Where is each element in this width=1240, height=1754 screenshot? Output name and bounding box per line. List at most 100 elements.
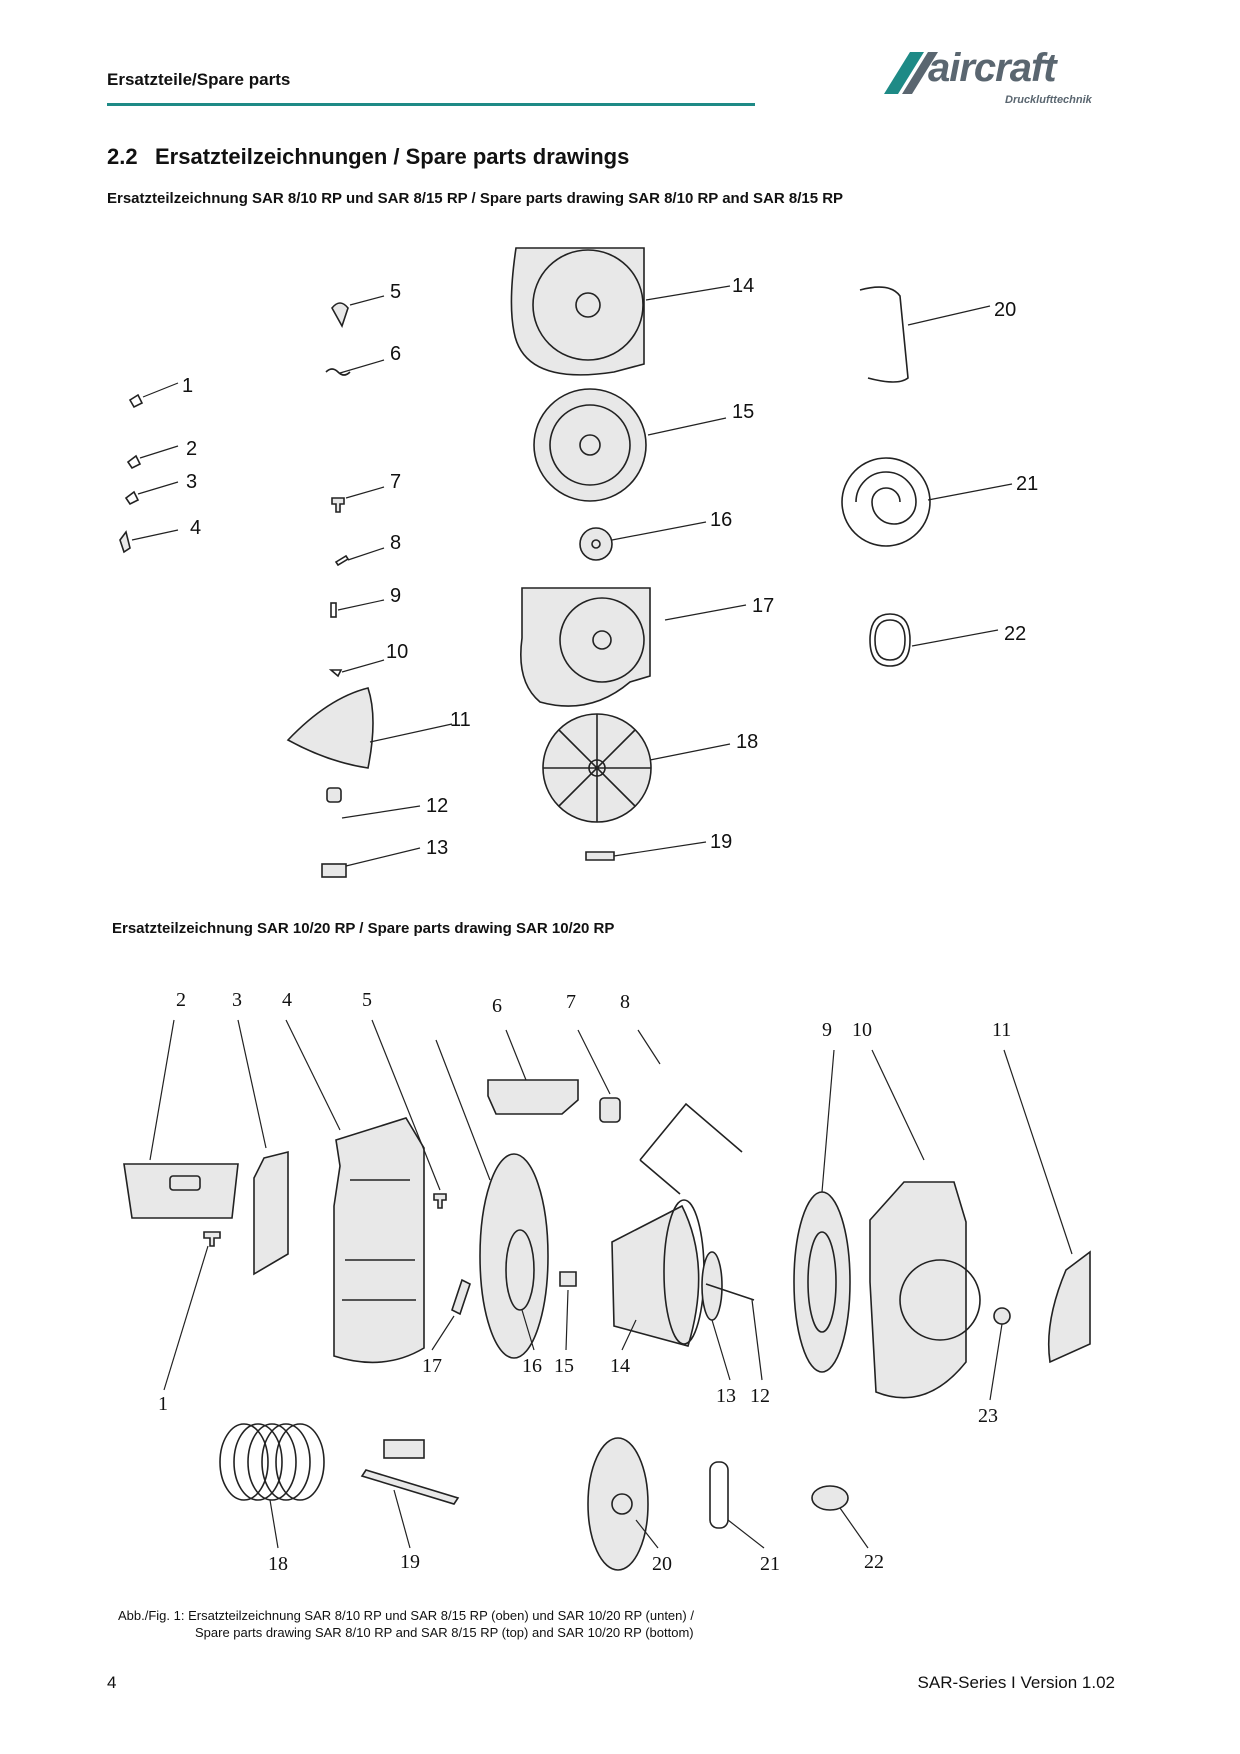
part2-18-hose-coils [219, 1423, 325, 1501]
d1-label-11: 11 [450, 709, 471, 731]
d2-label-10: 10 [852, 1019, 872, 1041]
part2-1-screw [203, 1231, 221, 1247]
drawing1-labels: 1 2 3 4 5 6 7 8 9 10 11 12 13 14 15 16 1… [182, 275, 1038, 859]
part2-5-screw [433, 1193, 447, 1209]
logo-subtitle: Drucklufttechnik [1005, 94, 1092, 106]
page-number: 4 [107, 1673, 117, 1692]
part2-22-cap [811, 1485, 849, 1511]
d2-label-5: 5 [362, 989, 372, 1011]
part2-9-gasket [793, 1191, 851, 1373]
d2-label-12: 12 [750, 1385, 770, 1407]
part2-17-bracket [451, 1278, 471, 1316]
drawing2-leaders [149, 1019, 1073, 1549]
section-title: Ersatzteilzeichnungen / Spare parts draw… [155, 144, 630, 169]
d2-label-19: 19 [400, 1551, 420, 1573]
d1-label-10: 10 [386, 641, 408, 663]
part-10-screw [328, 669, 343, 678]
part2-12-shaft [705, 1283, 755, 1301]
part2-6-handle [487, 1079, 579, 1115]
d1-label-4: 4 [190, 517, 201, 539]
part2-20-spring-cover [587, 1437, 649, 1571]
d2-label-21: 21 [760, 1553, 780, 1575]
part2-19-axle [360, 1469, 460, 1505]
part2-15-fitting [559, 1271, 577, 1287]
d1-label-14: 14 [732, 275, 754, 297]
part2-10-front-housing [869, 1181, 967, 1399]
d2-label-16: 16 [522, 1355, 542, 1377]
part-5-bracket [331, 302, 349, 328]
d2-label-8: 8 [620, 991, 630, 1013]
part-3-nut [124, 490, 140, 506]
header-title: Ersatzteile/Spare parts [107, 70, 291, 89]
d1-label-19: 19 [710, 831, 732, 853]
part2-21-sleeve [709, 1461, 729, 1529]
d2-label-1: 1 [158, 1393, 168, 1415]
part2-4-housing [333, 1117, 425, 1364]
d1-label-18: 18 [736, 731, 758, 753]
d1-label-17: 17 [752, 595, 774, 617]
d1-label-2: 2 [186, 438, 197, 460]
part-17-front-housing [520, 587, 651, 707]
drawing2-parts [123, 1079, 1091, 1571]
part2-23-nut [993, 1307, 1011, 1325]
d2-label-4: 4 [282, 989, 292, 1011]
d2-label-9: 9 [822, 1019, 832, 1041]
d1-label-15: 15 [732, 401, 754, 423]
d2-label-2: 2 [176, 989, 186, 1011]
brand-logo: aircraft Drucklufttechnik [880, 44, 1120, 110]
part-9-sleeve [330, 602, 337, 618]
drawing1-leaders [131, 285, 1013, 867]
d1-label-8: 8 [390, 532, 401, 554]
d2-label-17: 17 [422, 1355, 442, 1377]
part-8-pin [334, 554, 350, 567]
part-7-screw [331, 497, 345, 513]
drawing1-parts [119, 247, 931, 878]
d1-label-12: 12 [426, 795, 448, 817]
d1-label-7: 7 [390, 471, 401, 493]
d1-label-5: 5 [390, 281, 401, 303]
part-11-guide [286, 687, 374, 769]
part2-3-cover [253, 1150, 289, 1276]
d2-label-6: 6 [492, 995, 502, 1017]
part2-16-drum-plate [479, 1153, 549, 1359]
d2-label-14: 14 [610, 1355, 630, 1377]
figure-caption-line2: Spare parts drawing SAR 8/10 RP and SAR … [195, 1625, 694, 1640]
d2-label-3: 3 [232, 989, 242, 1011]
d2-label-18: 18 [268, 1553, 288, 1575]
part-4-clip [119, 530, 131, 554]
part2-7-valve [599, 1097, 621, 1123]
d2-label-20: 20 [652, 1553, 672, 1575]
d2-label-23: 23 [978, 1405, 998, 1427]
part2-8-bracket [639, 1102, 743, 1195]
d1-label-22: 22 [1004, 623, 1026, 645]
logo-mark-icon [884, 52, 938, 94]
drawing2-heading: Ersatzteilzeichnung SAR 10/20 RP / Spare… [112, 920, 615, 937]
d1-label-20: 20 [994, 299, 1016, 321]
d1-label-6: 6 [390, 343, 401, 365]
d2-label-15: 15 [554, 1355, 574, 1377]
d2-label-13: 13 [716, 1385, 736, 1407]
part2-2-bracket [123, 1163, 239, 1219]
part-2-screw [126, 454, 142, 470]
drawing2-labels: 2 3 4 5 6 7 8 9 10 11 1 17 16 15 14 13 1… [158, 989, 1011, 1575]
d1-label-21: 21 [1016, 473, 1038, 495]
d1-label-1: 1 [182, 375, 193, 397]
part-12-nut [326, 787, 342, 803]
section-number: 2.2 [107, 144, 138, 169]
part-13-sleeve [321, 863, 347, 878]
part2-11-guide [1047, 1250, 1091, 1364]
d2-label-7: 7 [566, 991, 576, 1013]
part-6-spring-clip [325, 368, 351, 376]
logo-wordmark: aircraft [928, 46, 1057, 90]
part-16-disc [579, 527, 613, 561]
d1-label-13: 13 [426, 837, 448, 859]
part-19-connector [585, 851, 615, 861]
d1-label-16: 16 [710, 509, 732, 531]
part-21-spiral-spring [841, 457, 931, 547]
d2-label-11: 11 [992, 1019, 1011, 1041]
header-rule [107, 103, 755, 106]
figure-caption-line1: Abb./Fig. 1: Ersatzteilzeichnung SAR 8/1… [118, 1608, 694, 1623]
part-20-handle [859, 286, 909, 383]
part-22-hose-coil [869, 613, 911, 667]
